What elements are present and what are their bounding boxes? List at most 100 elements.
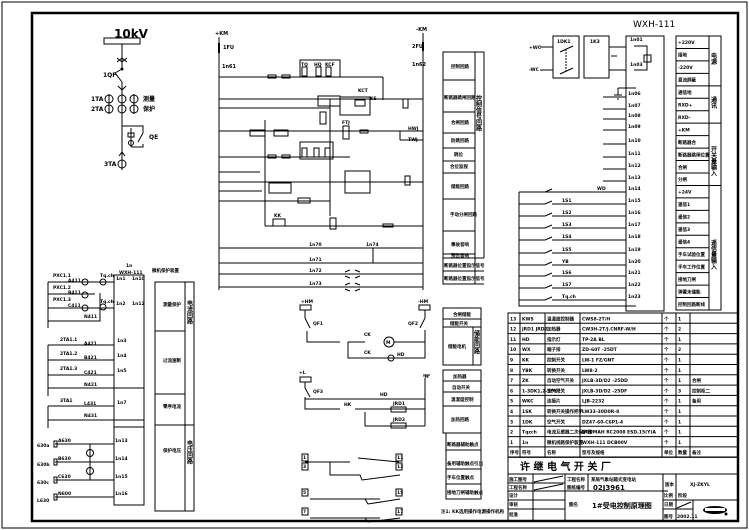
svg-text:3TA1: 3TA1 <box>60 398 72 404</box>
svg-text:1n12: 1n12 <box>132 301 145 307</box>
bom-header: 序号 <box>509 449 519 456</box>
svg-text:L431: L431 <box>84 401 96 407</box>
contact-icon <box>544 200 553 205</box>
svg-text:过流速断: 过流速断 <box>163 357 181 364</box>
aux-circuits: +HM -HM QF1 QF2 CK CK M HD 合闸储能 储能开关 储能电… <box>299 299 504 523</box>
bom-cell-no: 3 <box>510 419 513 425</box>
function-group-label: 电源 <box>710 52 717 66</box>
svg-text:电流回路: 电流回路 <box>186 299 193 325</box>
bom-cell-qty: 1 <box>678 368 681 374</box>
bom-cell-sym: YBK <box>521 368 533 374</box>
kk-switch-icon <box>272 218 286 227</box>
svg-text:1n71: 1n71 <box>309 257 322 263</box>
bom-cell-no: 1 <box>510 440 513 446</box>
svg-text:储能电机: 储能电机 <box>448 343 466 350</box>
function-row-label: 分闸 <box>678 176 687 183</box>
project-name: 某局气象站箱式变电站 <box>590 476 636 483</box>
bom-cell-sym: ZK <box>522 378 529 384</box>
svg-text:A630: A630 <box>58 438 71 444</box>
terminal-label: 1n14 <box>628 186 641 192</box>
terminal-label: 1n11 <box>628 151 641 157</box>
fuse-2-icon <box>422 42 424 51</box>
svg-text:零序电流: 零序电流 <box>163 403 181 410</box>
terminal-label: 1n15 <box>628 198 641 204</box>
svg-text:控制回路: 控制回路 <box>451 63 469 70</box>
svg-text:版本: 版本 <box>665 481 674 488</box>
bom-cell-name: 连接片 <box>547 398 561 405</box>
svg-text:N421: N421 <box>84 382 97 388</box>
bom-cell-spec: LJB-2232 <box>582 399 604 405</box>
svg-text:加热器: 加热器 <box>452 373 467 380</box>
bom-cell-spec: JXLB-3D/D2 -25DF <box>581 388 627 394</box>
bom-cell-spec: DZ47-60-C6P1-4 <box>582 419 623 425</box>
bom-cell-spec: LW-1 FZ/GNT <box>582 358 615 364</box>
bom-cell-no: 7 <box>510 378 513 384</box>
bom-header: 名称 <box>547 449 556 456</box>
bom-cell-spec: LW8-2 <box>582 368 598 374</box>
ct-row-1: 1TA 测量 <box>91 94 155 104</box>
svg-text:跳位: 跳位 <box>454 151 463 158</box>
contact-label: 1S4 <box>562 234 572 240</box>
contact-icon <box>544 236 553 241</box>
svg-text:KK: KK <box>274 213 281 219</box>
svg-text:断路器位置指示信号: 断路器位置指示信号 <box>444 262 485 269</box>
bom-cell-no: 10 <box>510 347 516 353</box>
contact-label: 1S6 <box>562 270 572 276</box>
svg-text:-WC: -WC <box>529 67 540 73</box>
bom-cell-name: 转换开关操作把手 <box>547 408 583 415</box>
contact-icon <box>544 249 553 254</box>
contact-label: 1S7 <box>562 282 572 288</box>
contact-label: 1S5 <box>562 247 572 253</box>
svg-text:合闸储能: 合闸储能 <box>453 311 471 318</box>
svg-text:1n4: 1n4 <box>117 353 126 359</box>
terminal-label: 1n12 <box>628 163 641 169</box>
svg-text:KS: KS <box>370 96 377 102</box>
function-row-label: -220V <box>678 65 693 71</box>
svg-text:PXC1.1: PXC1.1 <box>53 273 71 279</box>
svg-text:1n7: 1n7 <box>117 400 126 406</box>
svg-text:QF3: QF3 <box>313 389 323 395</box>
bom-header: 数量 <box>678 449 687 456</box>
svg-text:7: 7 <box>303 509 306 515</box>
bom-cell-sym: Tqzch <box>522 430 537 436</box>
svg-text:保护: 保护 <box>142 105 155 113</box>
bom-cell-qty: 3 <box>678 388 681 394</box>
bom-cell-sym: WX <box>522 347 531 353</box>
svg-text:HK: HK <box>344 402 352 408</box>
terminal-label: 1n10 <box>628 138 641 144</box>
svg-text:1n3: 1n3 <box>117 338 126 344</box>
function-row-label: 弹簧未储能 <box>678 288 701 295</box>
svg-text:工程名称: 工程名称 <box>567 476 585 483</box>
svg-text:HD: HD <box>397 352 405 358</box>
svg-text:TWJ: TWJ <box>408 137 418 143</box>
svg-text:1n74: 1n74 <box>366 242 379 248</box>
svg-text:N431: N431 <box>84 413 97 419</box>
bom-cell-no: 12 <box>510 327 516 333</box>
svg-text:C421: C421 <box>84 370 97 376</box>
breaker-label: 1QF <box>103 72 116 79</box>
terminal-box <box>301 507 309 516</box>
bom-cell-name: 空气开关 <box>547 418 565 425</box>
svg-text:1n10: 1n10 <box>132 276 145 282</box>
terminal-label: 1n09 <box>628 124 641 130</box>
bom-cell-no: 11 <box>510 337 516 343</box>
contact-label: 1S3 <box>562 222 572 228</box>
svg-text:预告音响: 预告音响 <box>451 252 469 259</box>
svg-text:FTJ: FTJ <box>342 120 350 126</box>
svg-text:N411: N411 <box>84 314 97 320</box>
svg-text:设计: 设计 <box>509 492 518 499</box>
bom-cell-unit: 个 <box>663 418 669 425</box>
bom-cell-no: 6 <box>510 388 513 394</box>
terminal-label: 1n18 <box>628 234 641 240</box>
bom-cell-sym: WKC <box>522 399 534 405</box>
terminal-box <box>395 488 403 497</box>
bom-cell-name: 端子排 <box>547 346 561 353</box>
terminal-label: 1n08 <box>628 113 641 119</box>
bus-voltage-label: 10kV <box>114 27 149 41</box>
svg-text:微机保护装置: 微机保护装置 <box>151 267 179 274</box>
svg-text:1FU: 1FU <box>223 45 234 51</box>
svg-text:图纸编号: 图纸编号 <box>567 484 585 491</box>
bom-cell-name: 控制开关 <box>547 357 565 364</box>
